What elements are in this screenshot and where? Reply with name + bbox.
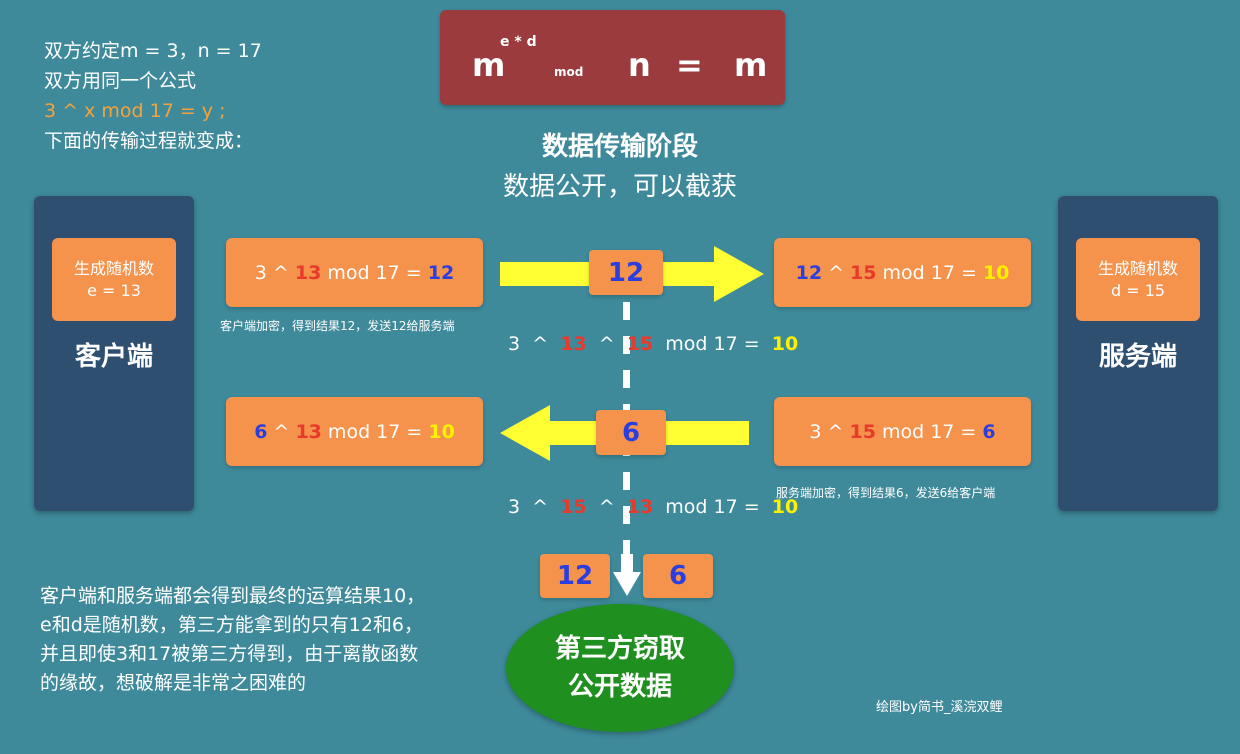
server-compute-op2: mod 17 =: [876, 261, 983, 284]
summary-text: 客户端和服务端都会得到最终的运算结果10， e和d是随机数，第三方能拿到的只有1…: [40, 582, 425, 698]
server-label: 服务端: [1098, 342, 1177, 372]
client-label: 客户端: [74, 342, 153, 372]
client-compute-result: 10: [428, 420, 455, 443]
server-encrypt-result: 6: [982, 420, 996, 443]
author-credit: 绘图by简书_溪浣双鲤: [876, 700, 1003, 715]
server-caption: 服务端加密，得到结果6，发送6给客户端: [776, 486, 996, 500]
third-party-ellipse: 第三方窃取 公开数据: [506, 604, 734, 732]
client-compute-op1: ^: [267, 420, 296, 443]
formula-exponent: e * d: [500, 34, 537, 50]
summary-line-4: 的缘故，想破解是非常之困难的: [40, 672, 307, 694]
intro-line-2: 双方用同一个公式: [44, 70, 197, 92]
client-compute-exp: 13: [295, 420, 322, 443]
formula-mod: mod: [554, 65, 584, 79]
mid-equation-2: 3 ^ 15 ^ 13 mod 17 = 10: [508, 496, 798, 518]
server-random-title: 生成随机数: [1097, 258, 1178, 278]
formula-base: m: [472, 46, 506, 84]
mid2-op2: ^: [592, 496, 621, 518]
client-compute-box: 6 ^ 13 mod 17 = 10: [226, 397, 483, 466]
client-encrypt-op2: mod 17 =: [321, 261, 428, 284]
mid1-result: 10: [771, 333, 799, 355]
server-compute-result: 10: [982, 261, 1010, 284]
client-column: 生成随机数 e = 13 客户端: [34, 196, 194, 511]
server-encrypt-base: 3: [809, 420, 822, 443]
server-compute-exp: 15: [850, 261, 877, 284]
mid-equation-1: 3 ^ 13 ^ 15 mod 17 = 10: [508, 333, 798, 355]
intro-formula: 3 ^ x mod 17 = y ;: [44, 100, 226, 122]
server-encrypt-exp: 15: [849, 420, 876, 443]
intro-line-4: 下面的传输过程就变成：: [44, 130, 254, 152]
mid1-op1: ^: [526, 333, 555, 355]
intro-line-1: 双方约定m = 3，n = 17: [44, 40, 262, 62]
server-random-box: 生成随机数 d = 15: [1076, 238, 1200, 321]
mid1-op3: mod 17 =: [659, 333, 766, 355]
mid2-op1: ^: [526, 496, 555, 518]
server-encrypt-op1: ^: [821, 420, 850, 443]
server-compute-box: 12 ^ 15 mod 17 = 10: [774, 238, 1031, 307]
server-column: 生成随机数 d = 15 服务端: [1058, 196, 1218, 511]
client-encrypt-result: 12: [427, 261, 455, 284]
client-random-value: e = 13: [87, 280, 141, 300]
client-encrypt-op1: ^: [266, 261, 295, 284]
formula-banner: m e * d mod n = m: [440, 10, 785, 105]
summary-line-2: e和d是随机数，第三方能拿到的只有12和6，: [40, 614, 424, 636]
formula-equals: =: [676, 46, 703, 84]
client-encrypt-box: 3 ^ 13 mod 17 = 12: [226, 238, 483, 307]
transfer-to-client: 6: [596, 410, 666, 455]
mid2-exp1: 15: [560, 496, 587, 518]
formula-n: n: [628, 46, 651, 84]
server-compute-op1: ^: [822, 261, 851, 284]
mid1-base: 3: [508, 333, 521, 355]
server-random-value: d = 15: [1110, 280, 1166, 300]
mid2-op3: mod 17 =: [659, 496, 766, 518]
mid1-exp1: 13: [560, 333, 587, 355]
summary-line-1: 客户端和服务端都会得到最终的运算结果10，: [40, 585, 426, 607]
client-compute-op2: mod 17 =: [321, 420, 429, 443]
client-random-title: 生成随机数: [73, 258, 154, 278]
mid1-exp2: 15: [626, 333, 654, 355]
arrow-down-icon: [613, 554, 641, 596]
summary-line-3: 并且即使3和17被第三方得到，由于离散函数: [40, 643, 419, 665]
mid2-base: 3: [508, 496, 521, 518]
client-encrypt-base: 3: [254, 261, 267, 284]
stage-title: 数据传输阶段: [541, 132, 698, 162]
mid2-exp2: 13: [626, 496, 654, 518]
server-encrypt-box: 3 ^ 15 mod 17 = 6: [774, 397, 1031, 466]
intercepted-value-6: 6: [643, 554, 713, 598]
client-caption: 客户端加密，得到结果12，发送12给服务端: [220, 319, 455, 333]
third-party-line-2: 公开数据: [567, 672, 672, 702]
third-party-line-1: 第三方窃取: [554, 634, 685, 664]
server-encrypt-op2: mod 17 =: [875, 420, 983, 443]
mid1-op2: ^: [592, 333, 621, 355]
intro-text: 双方约定m = 3，n = 17 双方用同一个公式 3 ^ x mod 17 =…: [44, 36, 262, 156]
formula-result: m: [734, 46, 768, 84]
client-encrypt-exp: 13: [294, 261, 322, 284]
client-random-box: 生成随机数 e = 13: [52, 238, 176, 321]
transfer-to-server: 12: [589, 250, 663, 295]
intercepted-value-12: 12: [540, 554, 610, 598]
stage-subtitle: 数据公开，可以截获: [502, 172, 737, 202]
mid2-result: 10: [771, 496, 799, 518]
server-compute-base: 12: [795, 261, 823, 284]
client-compute-base: 6: [254, 420, 268, 443]
